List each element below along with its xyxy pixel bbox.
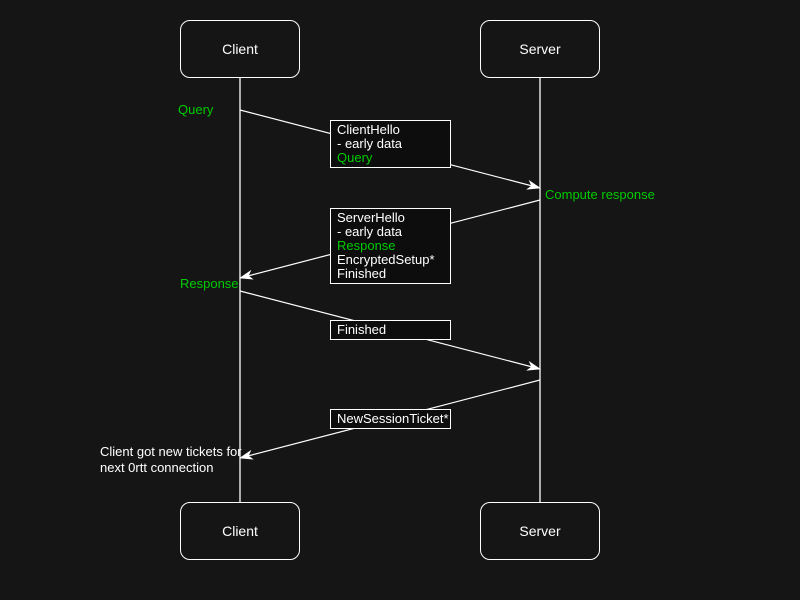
message-line: - early data: [337, 224, 403, 239]
label-query: Query: [178, 102, 214, 117]
message-line-query: Query: [337, 150, 373, 165]
label-response: Response: [180, 276, 239, 291]
actor-client-top-label: Client: [222, 41, 258, 57]
message-line: ClientHello: [337, 122, 400, 137]
message-line: EncryptedSetup*: [337, 252, 435, 267]
message-line: Finished: [337, 266, 387, 281]
message-box-finished: Finished: [330, 320, 451, 340]
message-line: - early data: [337, 136, 403, 151]
message-line: ServerHello: [337, 210, 405, 225]
note-new-tickets: Client got new tickets for next 0rtt con…: [100, 444, 242, 476]
actor-server-bottom-label: Server: [519, 523, 561, 539]
note-line-2: next 0rtt connection: [100, 460, 214, 475]
note-line-1: Client got new tickets for: [100, 444, 242, 459]
label-compute-response: Compute response: [545, 187, 655, 202]
message-box-serverhello: ServerHello - early data Response Encryp…: [330, 208, 451, 284]
actor-client-bottom-label: Client: [222, 523, 258, 539]
actor-server-top: Server: [480, 20, 600, 78]
message-box-newsessionticket: NewSessionTicket*: [330, 409, 451, 429]
actor-server-bottom: Server: [480, 502, 600, 560]
message-line: Finished: [337, 322, 387, 337]
actor-server-top-label: Server: [519, 41, 561, 57]
message-box-clienthello: ClientHello - early data Query: [330, 120, 451, 168]
message-line-response: Response: [337, 238, 396, 253]
message-line: NewSessionTicket*: [337, 411, 449, 426]
actor-client-bottom: Client: [180, 502, 300, 560]
actor-client-top: Client: [180, 20, 300, 78]
